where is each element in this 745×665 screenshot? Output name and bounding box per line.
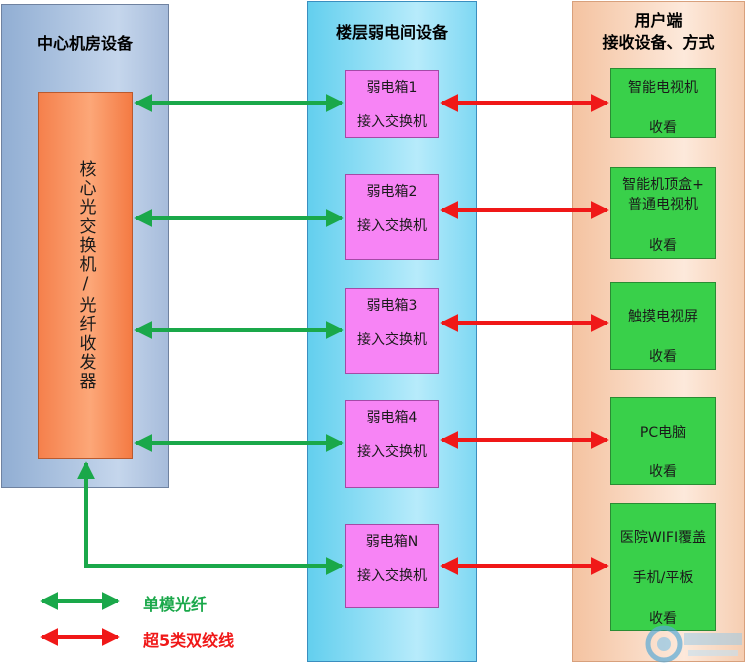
user-device-label: 手机/平板 [632,570,694,586]
user-end-title: 用户端 接收设备、方式 [602,11,715,52]
weak-box-2: 弱电箱2 接入交换机 [345,174,439,260]
user-device-mode: 收看 [649,120,677,136]
weak-box-subtitle: 接入交换机 [357,568,427,584]
user-device-wifi: 医院WIFI覆盖 手机/平板 收看 [610,503,716,631]
user-device-label: 触摸电视屏 [628,309,698,325]
weak-box-n: 弱电箱N 接入交换机 [345,524,439,608]
central-room-title: 中心机房设备 [36,34,133,53]
user-device-label: 医院WIFI覆盖 [619,530,707,546]
user-device-label: 智能机顶盒+ [622,177,704,193]
user-device-settop-box: 智能机顶盒+ 普通电视机 收看 [610,167,716,259]
weak-box-subtitle: 接入交换机 [357,218,427,234]
core-switch-label: 核心光交换机/光纤收发器 [75,160,96,391]
user-device-label: 智能电视机 [628,80,698,96]
user-device-mode: 收看 [649,349,677,365]
weak-box-subtitle: 接入交换机 [357,332,427,348]
weak-box-4: 弱电箱4 接入交换机 [345,400,439,488]
brand-logo-icon [645,625,742,663]
user-device-label: PC电脑 [639,425,687,441]
weak-box-subtitle: 接入交换机 [357,444,427,460]
weak-box-title: 弱电箱N [365,534,419,550]
floor-weak-room-title: 楼层弱电间设备 [335,23,448,42]
legend-fiber-label: 单模光纤 [143,595,208,614]
user-device-touch-screen: 触摸电视屏 收看 [610,282,716,370]
weak-box-subtitle: 接入交换机 [357,114,427,130]
weak-box-title: 弱电箱2 [366,184,418,200]
weak-box-title: 弱电箱4 [366,410,418,426]
weak-box-1: 弱电箱1 接入交换机 [345,70,439,138]
weak-box-title: 弱电箱3 [366,298,418,314]
user-device-mode: 收看 [649,464,677,480]
user-device-pc: PC电脑 收看 [610,397,716,485]
legend-utp-label: 超5类双绞线 [143,631,235,650]
weak-box-title: 弱电箱1 [366,80,418,96]
user-device-label: 普通电视机 [628,197,698,213]
weak-box-3: 弱电箱3 接入交换机 [345,288,439,374]
user-device-mode: 收看 [649,238,677,254]
user-device-smart-tv: 智能电视机 收看 [610,68,716,138]
user-device-mode: 收看 [649,611,677,627]
core-switch-box: 核心光交换机/光纤收发器 [38,92,133,459]
